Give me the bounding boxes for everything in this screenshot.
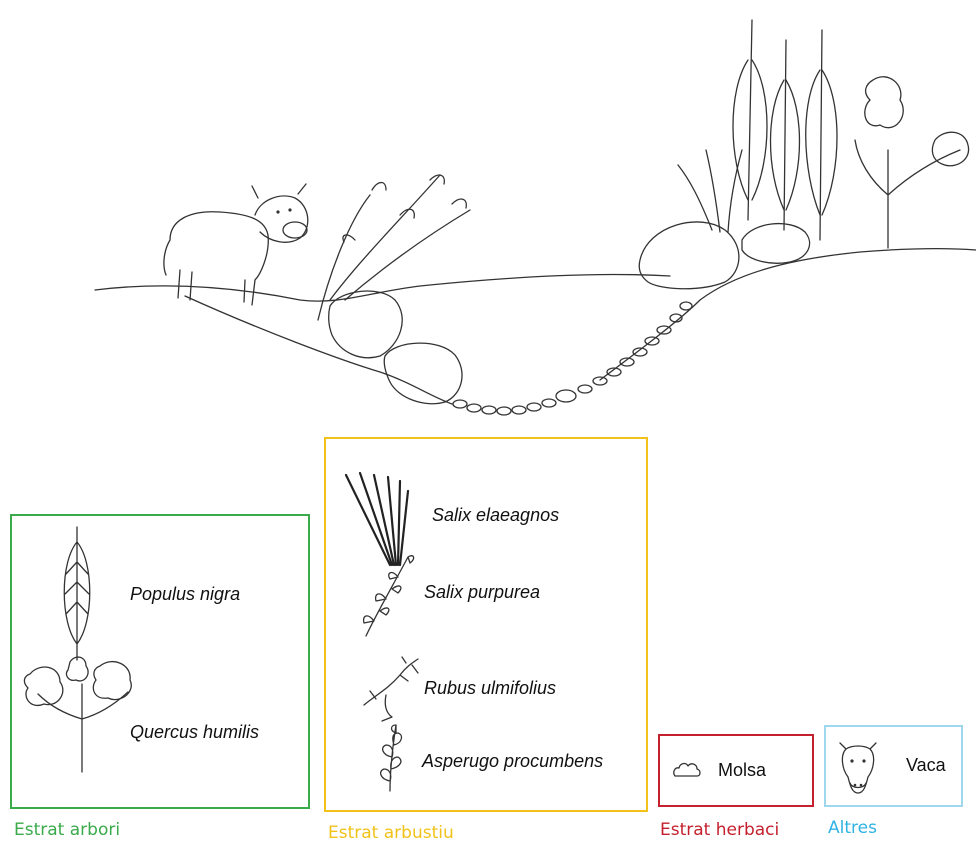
legend-box-arbori: Populus nigra Quercus humilis: [10, 514, 310, 809]
willow-branch-icon: [356, 551, 416, 641]
river-bank-scene: [0, 0, 976, 430]
left-ground-line: [95, 274, 670, 301]
legend-label-rubus-ulmifolius: Rubus ulmifolius: [424, 678, 556, 699]
left-boulder-2: [384, 343, 462, 404]
left-bank-slope: [185, 296, 452, 404]
right-boulder-1: [639, 222, 739, 289]
scene-grass-tuft: [678, 150, 742, 232]
legend-box-altres: Vaca: [824, 725, 963, 807]
right-boulder-2: [742, 224, 810, 264]
legend-label-quercus-humilis: Quercus humilis: [130, 722, 259, 743]
asperugo-icon: [370, 721, 415, 793]
left-boulder-1: [329, 291, 403, 358]
legend-label-molsa: Molsa: [718, 760, 766, 781]
legend-label-salix-elaeagnos: Salix elaeagnos: [432, 505, 559, 526]
legend-label-asperugo-procumbens: Asperugo procumbens: [422, 751, 603, 772]
cow-icon: [834, 735, 882, 797]
poplar-icon: [52, 522, 102, 662]
legend-caption-arbustiu: Estrat arbustiu: [328, 823, 454, 843]
legend-label-salix-purpurea: Salix purpurea: [424, 582, 540, 603]
legend-label-populus-nigra: Populus nigra: [130, 584, 240, 605]
scene-oak: [855, 77, 969, 248]
right-bank-slope: [600, 249, 976, 380]
legend-caption-herbaci: Estrat herbaci: [660, 820, 779, 840]
oak-icon: [20, 644, 140, 774]
riverbed-pebbles: [453, 302, 692, 415]
moss-icon: [672, 760, 702, 780]
scene-poplars: [733, 20, 837, 240]
legend-caption-arbori: Estrat arbori: [14, 820, 120, 840]
legend-caption-altres: Altres: [828, 818, 877, 838]
legend-label-vaca: Vaca: [906, 755, 946, 776]
legend-box-arbustiu: Salix elaeagnos Salix purpurea Rubus ulm…: [324, 437, 648, 812]
legend-box-herbaci: Molsa: [658, 734, 814, 807]
bramble-icon: [356, 655, 426, 725]
